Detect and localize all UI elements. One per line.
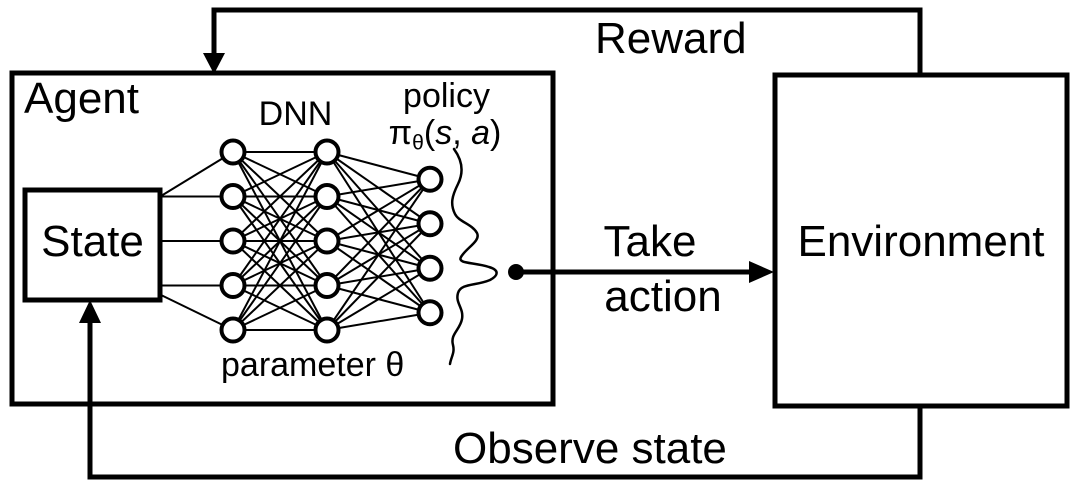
dnn-edge: [326, 267, 431, 331]
dnn-node: [416, 299, 444, 327]
dnn-node: [219, 272, 247, 299]
observe-state-line: [87, 320, 923, 480]
agent-label: Agent: [24, 74, 139, 123]
action-variable: a: [471, 114, 491, 152]
dnn-node: [416, 165, 444, 193]
state-variable: s: [435, 114, 453, 152]
dnn-edge: [326, 311, 431, 331]
dnn-label: DNN: [258, 95, 333, 133]
close-paren: ): [490, 114, 502, 152]
theta-subscript: θ: [412, 131, 424, 155]
environment-label: Environment: [797, 217, 1045, 266]
dnn-edge: [232, 151, 328, 198]
state-label: State: [41, 217, 144, 266]
dnn-edge: [326, 151, 431, 181]
state-input-edge: [160, 151, 234, 197]
dnn-node: [219, 227, 247, 255]
reward-line: [211, 7, 923, 76]
reward-arrowhead: [203, 53, 225, 74]
dnn-edge: [326, 178, 431, 331]
dnn-edge: [232, 240, 328, 331]
dnn-edge: [326, 178, 431, 287]
dnn-edge: [232, 284, 328, 331]
dnn-node: [313, 183, 341, 210]
dnn-node: [219, 183, 247, 210]
dnn-node: [313, 227, 341, 255]
dnn-edge: [232, 151, 328, 331]
dnn-node: [313, 138, 341, 166]
observe-state-arrowhead: [79, 300, 101, 323]
policy-formula: πθ(s, a): [380, 116, 510, 153]
dnn-network: [160, 138, 444, 344]
take-action-label-line2: action: [604, 272, 722, 321]
dnn-edge: [232, 195, 328, 331]
dnn-edge: [232, 151, 328, 242]
open-paren: (: [423, 114, 436, 152]
reward-label: Reward: [595, 14, 747, 63]
take-action-arrowhead: [749, 261, 774, 283]
pi-symbol: π: [388, 114, 413, 152]
state-box: [22, 187, 163, 303]
dnn-node: [416, 254, 444, 282]
dnn-edge: [326, 178, 431, 198]
dnn-node: [219, 316, 247, 344]
dnn-node: [313, 316, 341, 344]
policy-distribution-curve: [448, 147, 498, 366]
observe-state-label: Observe state: [453, 424, 727, 473]
dnn-node: [219, 138, 247, 166]
dnn-edge: [326, 223, 431, 331]
parameter-label: parameter θ: [221, 346, 405, 384]
dnn-node: [416, 210, 444, 238]
dnn-edge: [326, 178, 431, 242]
dnn-node: [313, 272, 341, 299]
policy-label: policy: [403, 77, 490, 115]
comma-separator: ,: [452, 114, 472, 152]
take-action-label-line1: Take: [603, 217, 697, 266]
dnn-edge: [232, 151, 328, 287]
